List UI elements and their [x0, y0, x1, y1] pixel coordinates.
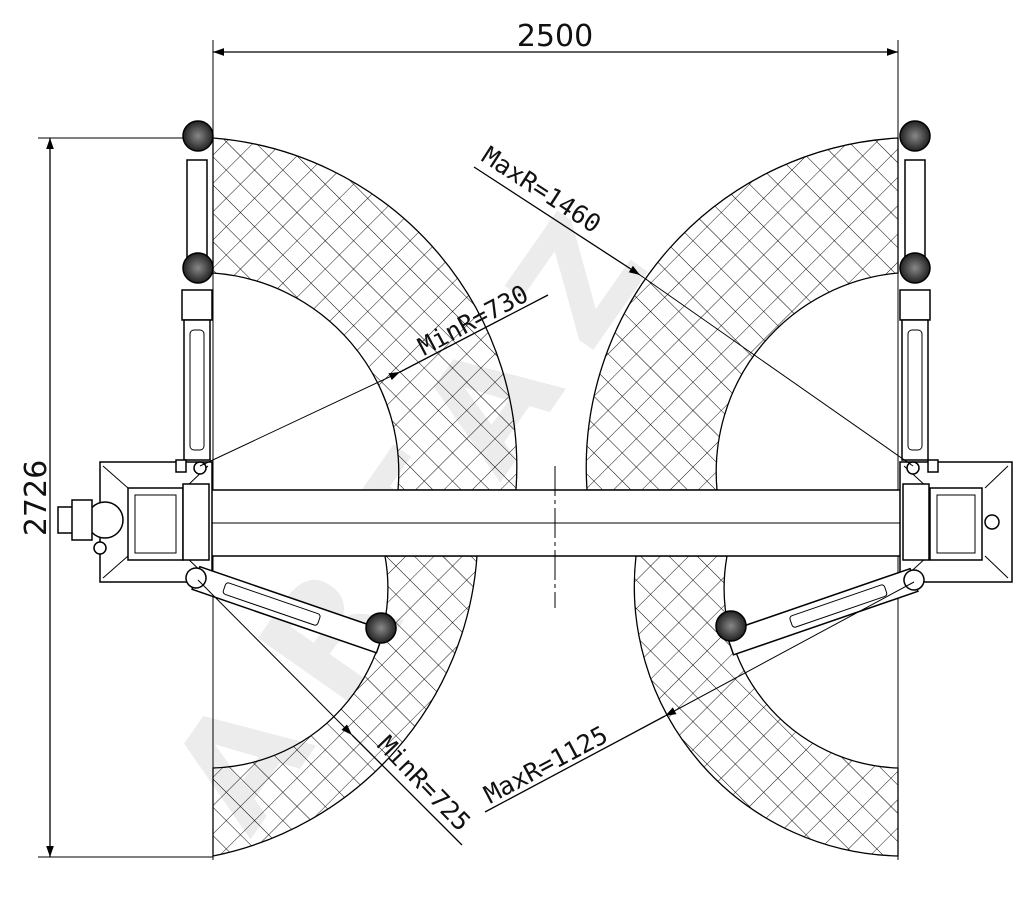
- lift-pad-top-left-2: [182, 252, 214, 284]
- lift-pad-bottom-right: [715, 610, 747, 642]
- label-max-r-bottom: MaxR=1125: [479, 720, 612, 809]
- arm-top-left: [175, 159, 213, 475]
- right-column: [899, 461, 1013, 583]
- lift-pad-bottom-left: [365, 612, 397, 644]
- label-min-r-bottom: MinR=725: [372, 730, 477, 837]
- swing-zone-bottom-right: [633, 555, 899, 857]
- lift-pad-top-left-1: [182, 120, 214, 152]
- dimension-height-label: 2726: [19, 460, 54, 536]
- arm-bottom-left: [185, 565, 386, 654]
- lift-pad-top-right-2: [899, 252, 931, 284]
- swing-zone-top-right: [585, 137, 899, 491]
- dimension-height: 2726: [19, 137, 213, 858]
- arm-top-right: [899, 159, 939, 475]
- lift-pad-top-right-1: [899, 120, 931, 152]
- arm-bottom-right: [724, 567, 925, 656]
- dimension-width-label: 2500: [517, 19, 593, 54]
- swing-zone-top-left: [212, 137, 518, 491]
- dimension-width: 2500: [212, 19, 899, 860]
- swing-zones: [212, 137, 899, 857]
- left-column: [57, 461, 213, 583]
